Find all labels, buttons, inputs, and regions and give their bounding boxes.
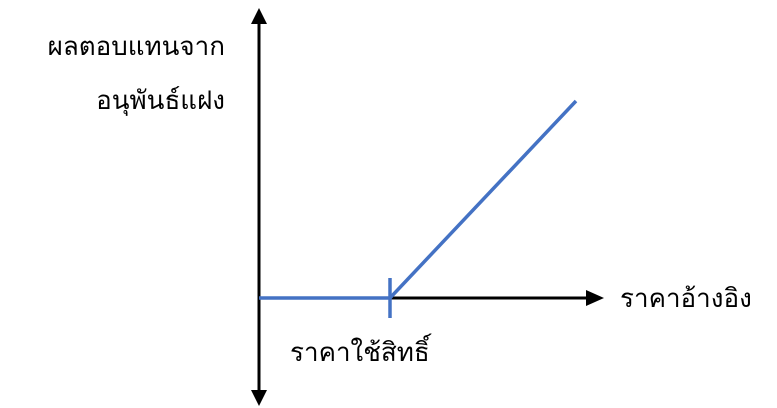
y-axis-label-line1: ผลตอบแทนจาก xyxy=(47,32,225,62)
payoff-line xyxy=(259,99,578,300)
y-axis-arrow-bottom xyxy=(251,390,267,406)
y-axis-arrow-top xyxy=(251,8,267,24)
strike-price-label: ราคาใช้สิทธิ์ xyxy=(290,338,430,368)
x-axis-arrow xyxy=(586,290,604,306)
y-axis-label-line2: อนุพันธ์แฝง xyxy=(96,86,225,116)
x-axis-label: ราคาอ้างอิง xyxy=(620,284,752,314)
